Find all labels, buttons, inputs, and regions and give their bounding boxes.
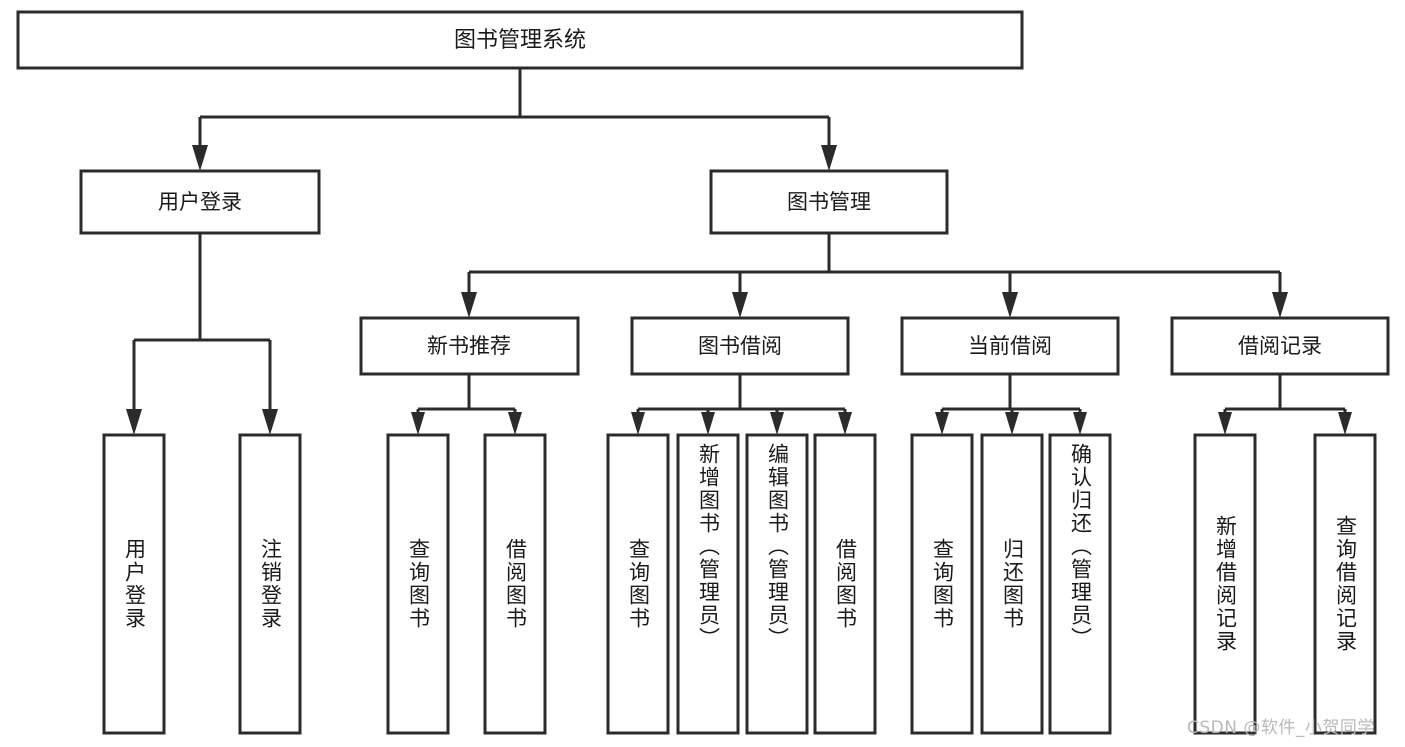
arrow-head-leaf-borrow-book-brw xyxy=(838,412,852,435)
node-borrow-record-box[interactable] xyxy=(1170,316,1390,376)
node-user-login-label: 用户登录 xyxy=(158,190,242,214)
arrow-head-borrow-record xyxy=(1272,292,1288,318)
node-borrow-record[interactable]: 借阅记录 xyxy=(1170,316,1390,376)
arrow-head-leaf-query-book-rec xyxy=(411,412,425,435)
node-root-box[interactable] xyxy=(16,10,1024,70)
node-book-manage[interactable]: 图书管理 xyxy=(709,169,949,235)
arrow-head-leaf-add-record xyxy=(1218,412,1232,435)
node-leaf-query-record-box[interactable] xyxy=(1313,433,1377,735)
node-new-book-rec-label: 新书推荐 xyxy=(427,334,511,358)
node-leaf-confirm-return-box[interactable] xyxy=(1048,433,1112,735)
node-new-book-rec-box[interactable] xyxy=(359,316,580,376)
arrow-head-leaf-user-login xyxy=(126,409,142,435)
node-leaf-borrow-book-rec-box[interactable] xyxy=(483,433,547,735)
node-root-label: 图书管理系统 xyxy=(454,28,586,53)
arrow-head-book-borrow xyxy=(732,292,748,318)
arrow-head-user-login xyxy=(192,145,208,171)
node-current-borrow-label: 当前借阅 xyxy=(968,334,1052,358)
node-book-manage-box[interactable] xyxy=(709,169,949,235)
node-leaf-add-record-box[interactable] xyxy=(1193,433,1257,735)
node-user-login[interactable]: 用户登录 xyxy=(79,169,321,235)
node-new-book-rec[interactable]: 新书推荐 xyxy=(359,316,580,376)
arrow-head-leaf-query-book-cur xyxy=(935,412,949,435)
node-user-login-box[interactable] xyxy=(79,169,321,235)
arrow-head-leaf-add-book xyxy=(701,412,715,435)
node-borrow-record-label: 借阅记录 xyxy=(1238,334,1322,358)
node-leaf-query-book-rec-box[interactable] xyxy=(386,433,450,735)
node-leaf-return-book-box[interactable] xyxy=(980,433,1044,735)
arrow-head-leaf-query-record xyxy=(1338,412,1352,435)
node-book-borrow-box[interactable] xyxy=(630,316,850,376)
node-book-borrow[interactable]: 图书借阅 xyxy=(630,316,850,376)
arrow-head-leaf-edit-book xyxy=(770,412,784,435)
arrow-head-book-manage xyxy=(821,145,837,171)
node-leaf-borrow-book-brw-box[interactable] xyxy=(813,433,877,735)
arrow-head-current-borrow xyxy=(1002,292,1018,318)
node-root[interactable]: 图书管理系统 xyxy=(16,10,1024,70)
arrow-head-leaf-borrow-book-rec xyxy=(508,412,522,435)
node-leaf-query-book-cur-box[interactable] xyxy=(910,433,974,735)
node-leaf-edit-book-box[interactable] xyxy=(745,433,809,735)
node-book-manage-label: 图书管理 xyxy=(787,190,871,214)
node-current-borrow[interactable]: 当前借阅 xyxy=(900,316,1120,376)
arrow-head-leaf-query-book-brw xyxy=(631,412,645,435)
node-leaf-query-book-brw-box[interactable] xyxy=(606,433,670,735)
node-current-borrow-box[interactable] xyxy=(900,316,1120,376)
arrow-head-leaf-logout xyxy=(262,409,278,435)
connector-layer xyxy=(126,68,1352,435)
node-book-borrow-label: 图书借阅 xyxy=(698,334,782,358)
arrow-head-leaf-return-book xyxy=(1005,412,1019,435)
node-leaf-logout-box[interactable] xyxy=(238,433,302,735)
arrow-head-leaf-confirm-return xyxy=(1073,412,1087,435)
node-layer: 图书管理系统 用户登录 图书管理 新书推荐 图书借阅 当前 xyxy=(16,10,1390,735)
csdn-watermark: CSDN @软件_小贺同学 xyxy=(1187,718,1375,738)
node-leaf-user-login-box[interactable] xyxy=(102,433,166,735)
node-leaf-add-book-box[interactable] xyxy=(676,433,740,735)
arrow-head-new-book-rec xyxy=(461,292,477,318)
